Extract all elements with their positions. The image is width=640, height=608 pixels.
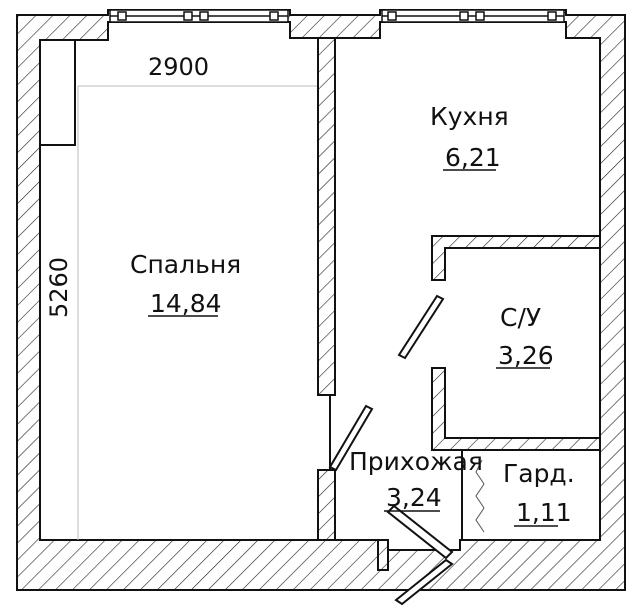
door-bedroom [328, 404, 374, 472]
windows [109, 9, 565, 23]
wardrobe-curtain [475, 459, 485, 533]
room-area-kitchen: 6,21 [445, 143, 501, 172]
room-name-wardrobe: Гард. [503, 459, 575, 488]
dimension-height: 5260 [45, 257, 73, 318]
interior [39, 21, 601, 551]
room-area-bathroom: 3,26 [498, 341, 554, 370]
door-entry-right [394, 558, 454, 606]
door-entry-left [386, 504, 454, 560]
finish-lines [77, 85, 318, 540]
dimension-width: 2900 [148, 53, 209, 81]
room-name-bathroom: С/У [500, 303, 541, 332]
room-name-kitchen: Кухня [430, 102, 509, 131]
room-label-hallway: Прихожая 3,24 [349, 447, 483, 512]
room-area-bedroom: 14,84 [150, 289, 222, 318]
room-area-hallway: 3,24 [386, 483, 442, 512]
bathroom-walls [431, 235, 601, 451]
partition-bedroom-kitchen [317, 37, 336, 541]
room-area-wardrobe: 1,11 [516, 498, 572, 527]
door-bathroom [397, 294, 445, 360]
doors [328, 294, 454, 606]
room-name-hallway: Прихожая [349, 447, 483, 476]
room-label-bedroom: Спальня 14,84 [130, 250, 241, 318]
bedroom-space [39, 21, 331, 541]
room-name-bedroom: Спальня [130, 250, 241, 279]
room-label-wardrobe: Гард. 1,11 [503, 459, 575, 527]
room-label-kitchen: Кухня 6,21 [430, 102, 509, 172]
room-label-bathroom: С/У 3,26 [496, 303, 554, 370]
